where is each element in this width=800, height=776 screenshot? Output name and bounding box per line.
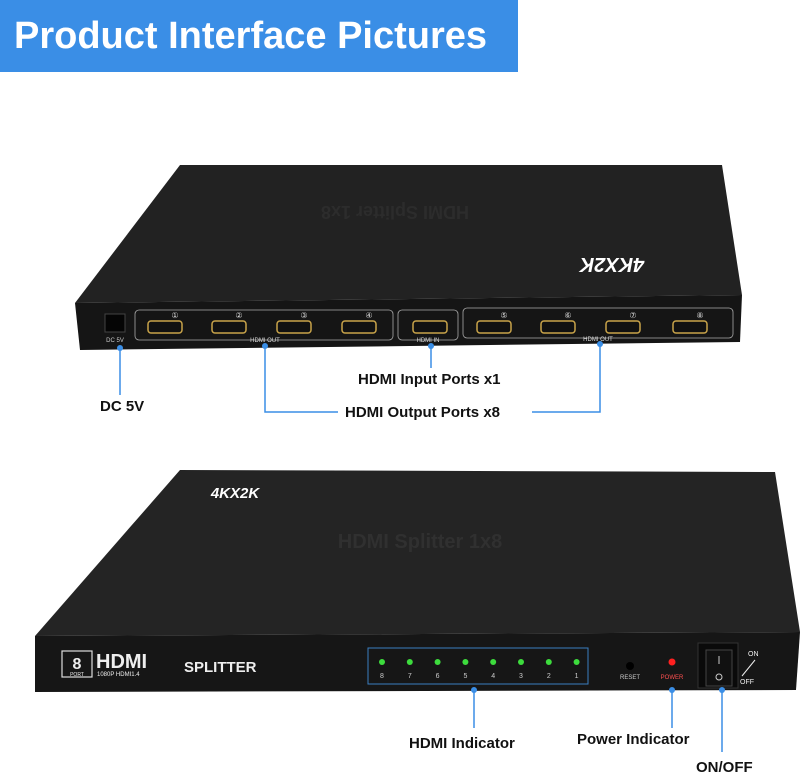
hdmi-out-port (276, 320, 312, 334)
reset-button[interactable] (626, 662, 634, 670)
top-device: HDMI Splitter 1x8 4KX2K DC 5V HDMI OUT H… (75, 165, 742, 350)
port-number: ⑥ (564, 311, 571, 320)
hdmi-out-port (211, 320, 247, 334)
callout-power: Power Indicator (577, 731, 690, 748)
hdmi-out-port (540, 320, 576, 334)
bottom-device: 4KX2K HDMI Splitter 1x8 8 PORT HDMI 1080… (35, 470, 800, 692)
hdmi-out-port (605, 320, 641, 334)
hdmi-out-label-right: HDMI OUT (583, 337, 613, 343)
power-label: POWER (661, 675, 684, 681)
bottom-device-badge: 4KX2K (210, 485, 261, 502)
switch-off-label: OFF (740, 679, 754, 686)
indicator-number: 4 (491, 673, 495, 680)
power-led (668, 658, 676, 666)
hdmi-indicator-led (545, 659, 552, 665)
callout-output: HDMI Output Ports x8 (345, 404, 501, 421)
indicator-number: 2 (547, 673, 551, 680)
indicator-number: 8 (380, 673, 384, 680)
top-device-badge: 4KX2K (578, 253, 645, 275)
indicator-number: 5 (463, 673, 467, 680)
callout-onoff: ON/OFF (696, 759, 753, 776)
logo-number: 8 (73, 656, 82, 673)
indicator-number: 1 (575, 673, 579, 680)
hdmi-out-port (341, 320, 377, 334)
hdmi-indicator-led (379, 659, 385, 665)
port-number: ② (235, 311, 242, 320)
title-banner: Product Interface Pictures (0, 0, 518, 72)
hdmi-in-port (412, 320, 448, 334)
dc-jack (104, 313, 126, 333)
logo-port: PORT (70, 672, 84, 678)
hdmi-indicator-led (434, 659, 441, 665)
port-number: ⑤ (500, 311, 507, 320)
splitter-label: SPLITTER (184, 659, 257, 676)
indicator-number: 7 (408, 673, 412, 680)
logo-hdmi: HDMI (96, 651, 147, 673)
reset-label: RESET (620, 675, 640, 681)
dc-label: DC 5V (106, 338, 124, 344)
hdmi-indicator-led (573, 659, 580, 665)
hdmi-indicator-led (518, 659, 524, 665)
port-number: ④ (365, 311, 372, 320)
port-number: ⑦ (629, 311, 636, 320)
hdmi-out-label-left: HDMI OUT (250, 338, 280, 344)
callout-indicator: HDMI Indicator (409, 735, 515, 752)
callout-input: HDMI Input Ports x1 (358, 371, 501, 388)
bottom-device-engraving: HDMI Splitter 1x8 (338, 531, 502, 553)
indicator-number: 3 (519, 673, 523, 680)
top-device-engraving: HDMI Splitter 1x8 (321, 202, 469, 222)
callout-dc: DC 5V (100, 398, 145, 415)
hdmi-indicator-led (462, 659, 469, 665)
hdmi-indicator-led (406, 659, 413, 665)
port-number: ⑧ (696, 311, 703, 320)
hdmi-out-port (672, 320, 708, 334)
hdmi-out-port (476, 320, 512, 334)
logo-sub: 1080P HDMI1.4 (97, 672, 140, 678)
hdmi-indicator-led (490, 659, 497, 665)
switch-on-label: ON (748, 651, 759, 658)
hdmi-in-label: HDMI IN (417, 338, 440, 344)
port-number: ③ (300, 311, 307, 320)
hdmi-out-port (147, 320, 183, 334)
indicator-number: 6 (436, 673, 440, 680)
callout-lines (119, 344, 723, 752)
port-number: ① (171, 311, 178, 320)
